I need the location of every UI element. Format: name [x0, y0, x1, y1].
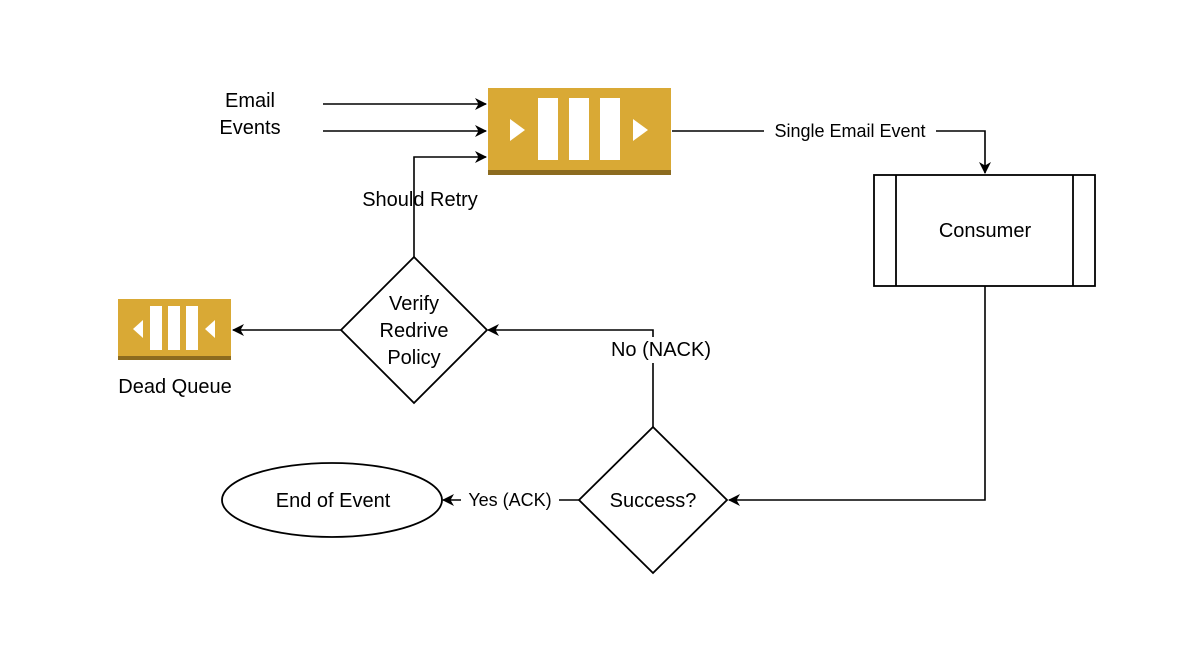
queue-arrow-left — [510, 119, 525, 141]
success-label: Success? — [610, 490, 697, 512]
no-nack-label: No (NACK) — [611, 339, 711, 361]
yes-ack-label-bg — [461, 488, 559, 512]
success-diamond — [577, 425, 729, 575]
sqs-queue-icon — [488, 88, 671, 175]
verify-redrive-diamond — [339, 255, 489, 405]
queue-arrow-right — [633, 119, 648, 141]
queue-bar-3 — [600, 98, 620, 160]
single-email-event-label: Single Email Event — [774, 121, 925, 141]
queue-bar-1 — [538, 98, 558, 160]
should-retry-label: Should Retry — [362, 189, 478, 211]
yes-ack-label: Yes (ACK) — [468, 490, 551, 510]
consumer-label: Consumer — [939, 220, 1032, 242]
edge-should-retry — [413, 151, 487, 257]
no-nack-label-bg — [604, 337, 718, 363]
end-of-event-label: End of Event — [276, 490, 391, 512]
edge-consumer-to-success — [728, 286, 986, 506]
dead-queue-arrow-right — [205, 320, 215, 338]
consumer-node — [873, 174, 1096, 287]
single-email-event-label-bg — [764, 119, 936, 143]
dead-queue-label: Dead Queue — [118, 376, 231, 398]
verify-label-line2: Redrive — [380, 320, 449, 342]
dead-queue-bar-2 — [168, 306, 180, 350]
consumer-box — [873, 174, 1096, 287]
sqs-dead-letter-queue-icon — [118, 299, 231, 360]
queue-bar-2 — [569, 98, 589, 160]
edge-no-nack — [487, 324, 654, 427]
verify-label-line3: Policy — [387, 347, 440, 369]
dead-queue-bar-1 — [150, 306, 162, 350]
email-events-label-line2: Events — [219, 117, 280, 139]
email-events-label-line1: Email — [225, 90, 275, 112]
dead-queue-arrow-left — [133, 320, 143, 338]
end-of-event-ellipse — [221, 462, 443, 538]
labels: Email Events Single Email Event Consumer… — [118, 90, 1031, 512]
dead-queue-bar-3 — [186, 306, 198, 350]
verify-label-line1: Verify — [389, 293, 439, 315]
